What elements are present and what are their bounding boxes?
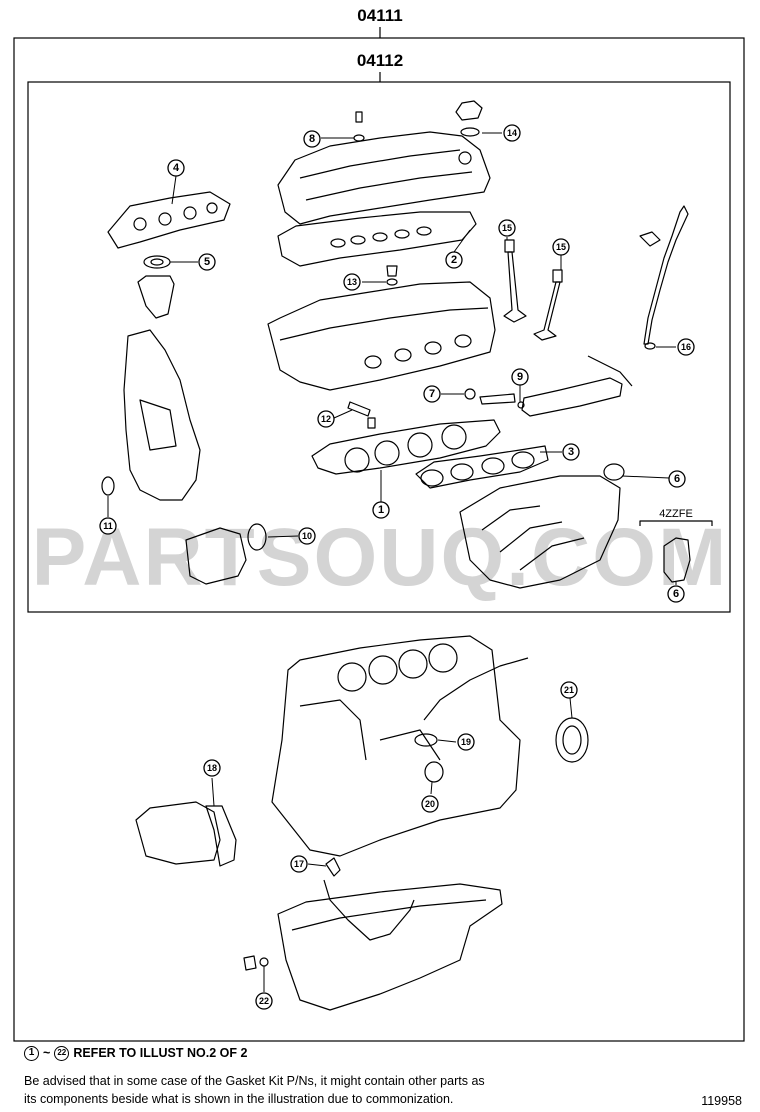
advisory-note-line-2: its components beside what is shown in t… (24, 1092, 454, 1106)
cylinder-head (267, 281, 496, 391)
filler-cap-gasket (460, 127, 480, 137)
bolt-8 (355, 111, 363, 123)
callout-6a: 6 (674, 473, 680, 485)
callout-19: 19 (461, 737, 471, 747)
watermark: PARTSOUQ.COM (32, 512, 729, 603)
callout-11: 11 (103, 521, 113, 531)
timing-chain-cover (123, 329, 201, 501)
dipstick-tube-gasket (414, 733, 438, 747)
callout-12: 12 (321, 414, 331, 424)
water-inlet-housing (185, 527, 247, 585)
oil-filler-cap (455, 100, 483, 121)
grommet-8 (353, 134, 365, 142)
callout-2: 2 (451, 254, 457, 266)
cylinder-block (271, 635, 521, 857)
ref-end-callout: 22 (54, 1045, 70, 1061)
throttle-gasket (603, 463, 625, 481)
outer-kit-frame (13, 37, 745, 1042)
injector-seal (464, 388, 476, 400)
valve-seal-b (552, 269, 563, 283)
callout-3: 3 (568, 446, 574, 458)
exhaust-pipe-stub (137, 275, 175, 319)
callout-15b: 15 (556, 242, 566, 252)
drain-plug-gasket (259, 957, 269, 967)
dipstick-tube (423, 657, 529, 721)
callout-15a: 15 (502, 223, 512, 233)
ref-tilde: ~ (43, 1046, 51, 1060)
exhaust-manifold-gasket (107, 191, 231, 249)
rear-crankshaft-oil-seal (555, 717, 589, 763)
oil-pan (277, 883, 503, 1011)
callout-21: 21 (564, 685, 574, 695)
callout-8: 8 (309, 133, 315, 145)
oil-pump-gasket (205, 805, 237, 867)
ref-text: REFER TO ILLUST NO.2 OF 2 (73, 1046, 248, 1060)
fuel-delivery-pipe (521, 377, 623, 417)
exhaust-ring-gasket (143, 255, 171, 269)
illustration-id: 119958 (701, 1094, 742, 1108)
callout-5: 5 (204, 256, 210, 268)
callout-10: 10 (302, 531, 312, 541)
callout-22: 22 (259, 996, 269, 1006)
injector (479, 393, 516, 405)
oil-dipstick-guide (643, 205, 689, 345)
valve-seal-a (504, 239, 515, 253)
plug-13 (386, 265, 398, 277)
callout-16: 16 (681, 342, 691, 352)
callout-14: 14 (507, 128, 517, 138)
callout-20: 20 (425, 799, 435, 809)
variant-bracket (639, 520, 713, 526)
insulator-9 (517, 401, 525, 409)
oil-seal-20 (424, 761, 444, 783)
callout-1: 1 (378, 504, 384, 516)
callout-13: 13 (347, 277, 357, 287)
advisory-note-line-1: Be advised that in some case of the Gask… (24, 1074, 485, 1088)
oil-seal-11 (101, 476, 115, 496)
callout-4: 4 (173, 162, 180, 174)
stud-bolt-12 (347, 401, 371, 417)
variant-label: 4ZZFE (659, 508, 693, 520)
ref-start-callout: 1 (24, 1045, 39, 1061)
callout-9: 9 (517, 371, 523, 383)
inner-kit-code: 04112 (357, 51, 403, 70)
cylinder-head-cover (277, 131, 491, 225)
inner-kit-frame (27, 81, 731, 613)
oil-strainer (325, 857, 341, 877)
intake-manifold-gasket (415, 445, 549, 489)
drain-plug (243, 955, 257, 971)
callout-6b: 6 (673, 588, 679, 600)
outer-kit-code: 04111 (357, 6, 402, 25)
valve-intake (503, 251, 527, 323)
valve-exhaust (533, 281, 561, 341)
callout-18: 18 (207, 763, 217, 773)
o-ring-10 (247, 523, 267, 551)
reference-note: 1 ~ 22 REFER TO ILLUST NO.2 OF 2 (24, 1044, 247, 1062)
callout-7: 7 (429, 388, 435, 400)
intake-manifold (459, 475, 621, 589)
cylinder-head-gasket (311, 419, 501, 475)
variant-gasket (663, 537, 691, 583)
oil-pump-cover (135, 801, 221, 865)
callout-17: 17 (294, 859, 304, 869)
